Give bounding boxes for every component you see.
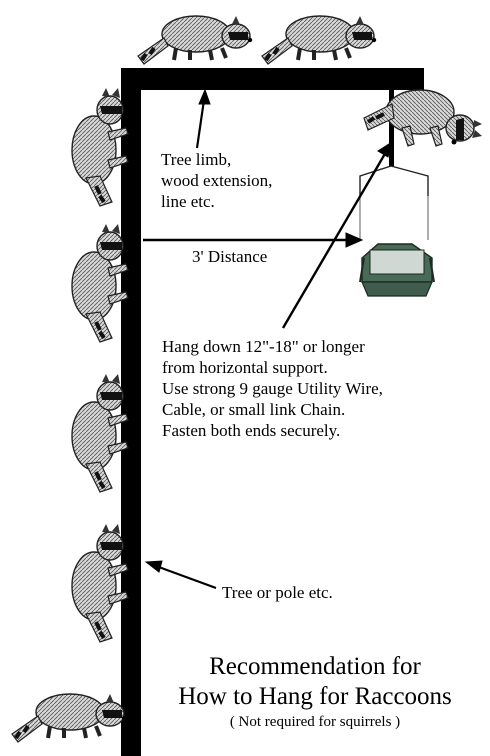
tree-pole — [121, 68, 141, 756]
raccoon-icon — [362, 88, 484, 148]
tree-limb-label: Tree limb, wood extension, line etc. — [161, 149, 272, 212]
raccoon-icon — [10, 692, 129, 744]
instruction-line: Fasten both ends securely. — [162, 421, 341, 440]
instructions-text: Hang down 12"-18" or longer from horizon… — [162, 336, 383, 441]
instruction-line: from horizontal support. — [162, 358, 328, 377]
instruction-line: Use strong 9 gauge Utility Wire, — [162, 379, 383, 398]
raccoon-icon — [70, 222, 130, 344]
raccoon-icon — [70, 522, 130, 644]
tree-limb-line: wood extension, — [161, 171, 273, 190]
tree-pole-label: Tree or pole etc. — [222, 583, 333, 602]
title-line-2: How to Hang for Raccoons — [178, 683, 452, 710]
raccoon-icon — [70, 86, 130, 208]
raccoon-icon — [260, 14, 379, 66]
instruction-line: Hang down 12"-18" or longer — [162, 337, 365, 356]
bird-feeder-icon — [359, 165, 435, 297]
title-block: Recommendation for How to Hang for Racco… — [140, 652, 490, 731]
instruction-line: Cable, or small link Chain. — [162, 400, 346, 419]
title-line-1: Recommendation for — [209, 653, 421, 680]
distance-label: 3' Distance — [192, 247, 268, 266]
tree-limb-line: Tree limb, — [161, 150, 232, 169]
title-note: ( Not required for squirrels ) — [229, 714, 401, 730]
horizontal-limb — [121, 68, 424, 90]
raccoon-icon — [136, 14, 255, 66]
hanger-wire — [389, 88, 394, 166]
tree-limb-line: line etc. — [161, 192, 215, 211]
raccoon-icon — [70, 372, 130, 494]
